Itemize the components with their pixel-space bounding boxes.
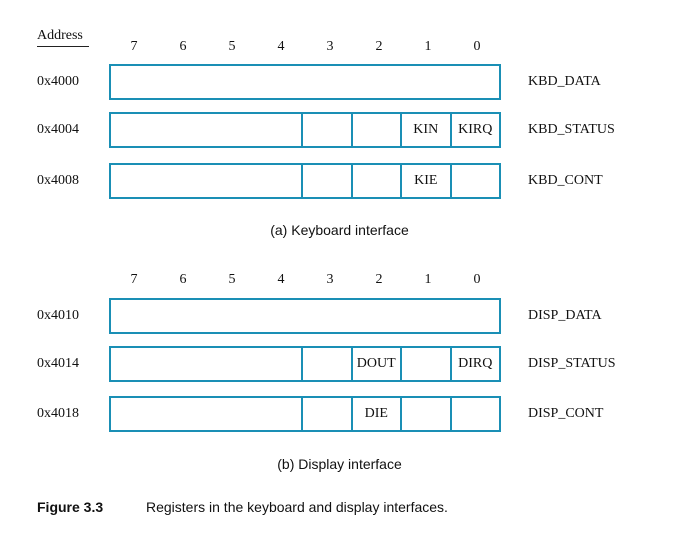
register-kbd-cont: KIE — [109, 163, 501, 199]
register-name-kbd-data: KBD_DATA — [528, 74, 601, 89]
register-cell-bit-1: KIE — [400, 165, 450, 197]
address-disp-data: 0x4010 — [37, 308, 79, 323]
address-kbd-status: 0x4004 — [37, 122, 79, 137]
bit-number-4: 4 — [277, 39, 285, 54]
bit-number-5: 5 — [228, 272, 236, 287]
bit-number-4: 4 — [277, 272, 285, 287]
bit-number-3: 3 — [326, 39, 334, 54]
bit-number-1: 1 — [424, 39, 432, 54]
address-header: Address — [37, 28, 83, 43]
address-disp-status: 0x4014 — [37, 356, 79, 371]
register-cell-bit-2 — [350, 114, 401, 146]
register-cell-bit-2: DIE — [350, 398, 401, 430]
keyboard-interface-caption: (a) Keyboard interface — [270, 222, 409, 238]
register-cell-bit-1 — [400, 398, 450, 430]
register-disp-cont: DIE — [109, 396, 501, 432]
register-cell-bit-3 — [301, 398, 351, 430]
bit-number-1: 1 — [424, 272, 432, 287]
register-name-kbd-cont: KBD_CONT — [528, 173, 603, 188]
register-cell-bit-0: KIRQ — [449, 114, 500, 146]
register-disp-data — [109, 298, 501, 334]
register-cell-bits-7-4 — [111, 165, 301, 197]
figure-caption: Registers in the keyboard and display in… — [146, 499, 448, 515]
address-kbd-data: 0x4000 — [37, 74, 79, 89]
bit-number-5: 5 — [228, 39, 236, 54]
register-cell-data — [111, 66, 499, 98]
register-kbd-data — [109, 64, 501, 100]
register-cell-data — [111, 300, 499, 332]
register-cell-bit-2 — [350, 165, 401, 197]
register-cell-bit-1 — [400, 348, 450, 380]
display-interface-caption: (b) Display interface — [277, 456, 402, 472]
bit-number-3: 3 — [326, 272, 334, 287]
register-name-disp-data: DISP_DATA — [528, 308, 602, 323]
bit-number-7: 7 — [130, 272, 138, 287]
bit-number-7: 7 — [130, 39, 138, 54]
register-cell-bit-0 — [449, 165, 500, 197]
register-name-disp-cont: DISP_CONT — [528, 406, 604, 421]
register-cell-bits-7-4 — [111, 348, 301, 380]
figure-label: Figure 3.3 — [37, 499, 104, 515]
register-kbd-status: KIN KIRQ — [109, 112, 501, 148]
register-cell-bit-0 — [449, 398, 500, 430]
register-cell-bit-3 — [301, 348, 351, 380]
bit-number-2: 2 — [375, 39, 383, 54]
address-kbd-cont: 0x4008 — [37, 173, 79, 188]
register-cell-bit-1: KIN — [400, 114, 450, 146]
register-cell-bit-3 — [301, 165, 351, 197]
register-disp-status: DOUT DIRQ — [109, 346, 501, 382]
register-cell-bit-2: DOUT — [350, 348, 401, 380]
register-cell-bits-7-4 — [111, 114, 301, 146]
bit-number-2: 2 — [375, 272, 383, 287]
bit-number-0: 0 — [473, 272, 481, 287]
bit-number-0: 0 — [473, 39, 481, 54]
bit-number-6: 6 — [179, 39, 187, 54]
address-disp-cont: 0x4018 — [37, 406, 79, 421]
register-name-kbd-status: KBD_STATUS — [528, 122, 615, 137]
register-cell-bit-3 — [301, 114, 351, 146]
register-cell-bit-0: DIRQ — [449, 348, 500, 380]
register-cell-bits-7-4 — [111, 398, 301, 430]
register-name-disp-status: DISP_STATUS — [528, 356, 616, 371]
address-header-underline — [37, 46, 89, 47]
bit-number-6: 6 — [179, 272, 187, 287]
